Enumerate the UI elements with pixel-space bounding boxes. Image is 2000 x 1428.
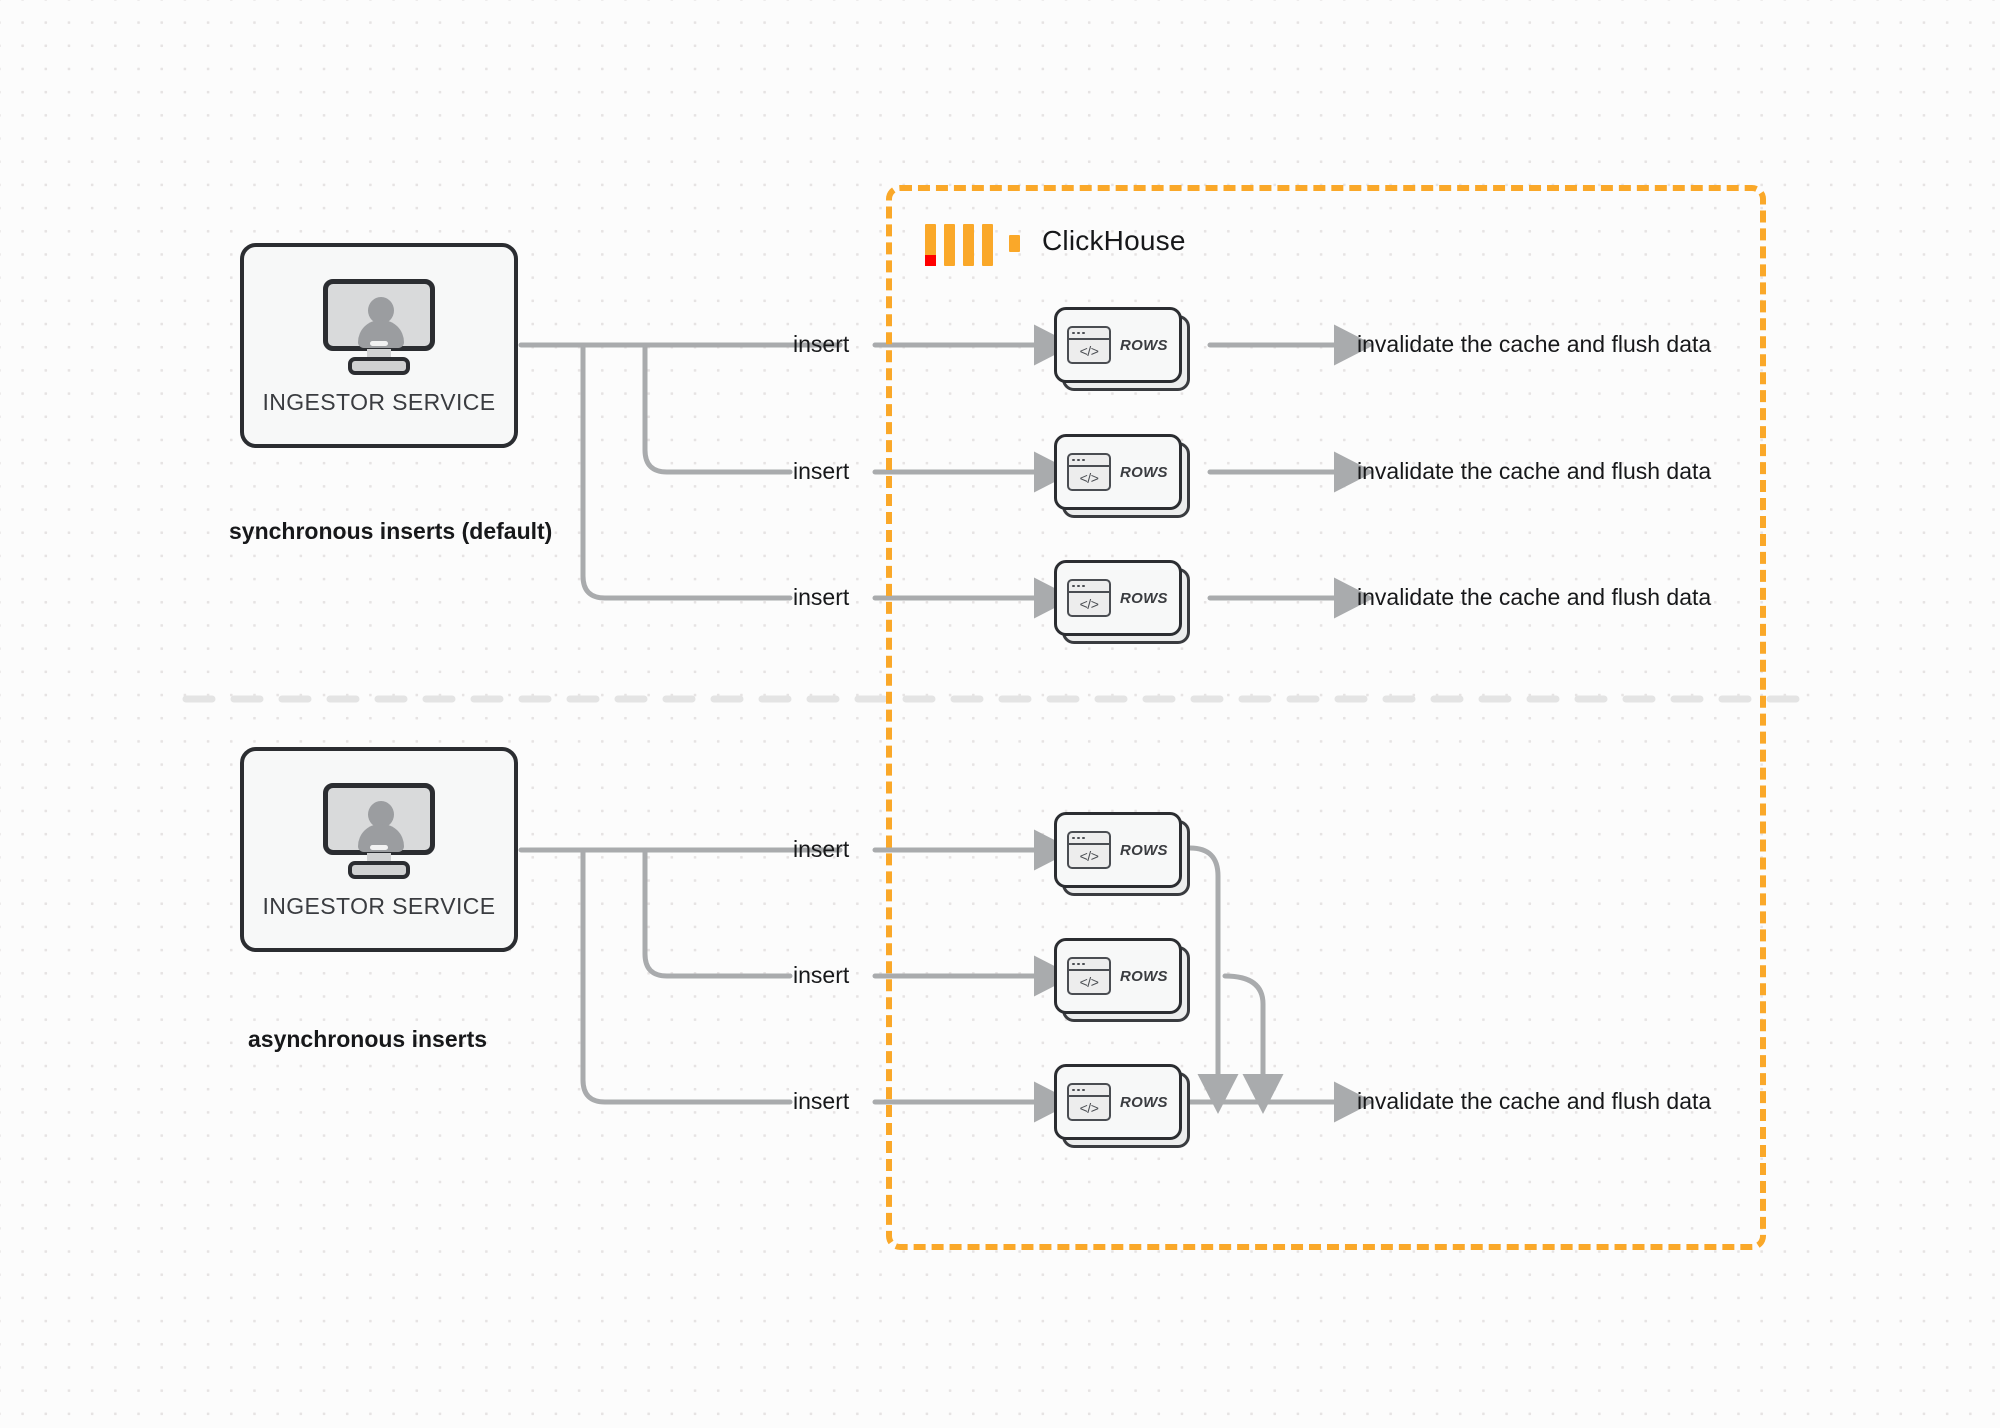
async-branch-2	[642, 847, 793, 979]
monitor-screen	[323, 279, 435, 351]
window-dot	[1082, 962, 1085, 966]
sync-outcome-label-1: invalidate the cache and flush data	[1357, 331, 1712, 357]
sync-section-label: synchronous inserts (default)	[229, 518, 553, 544]
code-glyph: </>	[1079, 1100, 1099, 1116]
window-titlebar	[1069, 959, 1109, 971]
sync-branch-3	[580, 342, 793, 601]
code-window-icon: </>	[1067, 1083, 1111, 1121]
window-dot	[1082, 584, 1085, 588]
logo-bar-small	[1009, 235, 1020, 252]
monitor-notch	[370, 845, 388, 850]
async-rows-card-3[interactable]: </> ROWS	[1054, 1064, 1190, 1148]
monitor-user-icon	[323, 279, 435, 375]
sync-rows-card-1[interactable]: </> ROWS	[1054, 307, 1190, 391]
sync-outcome-label-2: invalidate the cache and flush data	[1357, 458, 1712, 484]
window-dot	[1072, 584, 1075, 588]
code-glyph: </>	[1079, 470, 1099, 486]
sync-service-label: INGESTOR SERVICE	[262, 389, 496, 415]
code-window-icon: </>	[1067, 579, 1111, 617]
window-titlebar	[1069, 833, 1109, 845]
window-titlebar	[1069, 455, 1109, 467]
logo-bar-3	[963, 224, 974, 266]
window-titlebar	[1069, 581, 1109, 593]
async-insert-label-2: insert	[793, 962, 850, 988]
window-dot	[1072, 458, 1075, 462]
rows-label: ROWS	[1120, 463, 1168, 481]
code-window-icon: </>	[1067, 453, 1111, 491]
sync-outcome-label-3: invalidate the cache and flush data	[1357, 584, 1712, 610]
window-dot	[1077, 836, 1080, 840]
sync-insert-label-1: insert	[793, 331, 850, 357]
rows-card-face: </> ROWS	[1054, 812, 1182, 888]
clickhouse-label: ClickHouse	[1042, 225, 1186, 256]
monitor-base	[348, 861, 410, 879]
window-dot	[1082, 458, 1085, 462]
async-merged-outcome-label: invalidate the cache and flush data	[1357, 1088, 1712, 1114]
rows-card-face: </> ROWS	[1054, 434, 1182, 510]
async-ingestor-service[interactable]: INGESTOR SERVICE	[240, 747, 518, 952]
window-dot	[1072, 836, 1075, 840]
rows-card-face: </> ROWS	[1054, 307, 1182, 383]
sync-ingestor-service[interactable]: INGESTOR SERVICE	[240, 243, 518, 448]
async-rows-card-2[interactable]: </> ROWS	[1054, 938, 1190, 1022]
rows-card-face: </> ROWS	[1054, 560, 1182, 636]
async-service-label: INGESTOR SERVICE	[262, 893, 496, 919]
monitor-base	[348, 357, 410, 375]
window-dot	[1072, 962, 1075, 966]
monitor-user-icon	[323, 783, 435, 879]
logo-bar-1	[925, 224, 936, 266]
code-glyph: </>	[1079, 974, 1099, 990]
rows-card-face: </> ROWS	[1054, 1064, 1182, 1140]
sync-rows-card-3[interactable]: </> ROWS	[1054, 560, 1190, 644]
code-window-icon: </>	[1067, 831, 1111, 869]
window-dot	[1077, 584, 1080, 588]
logo-red-square	[925, 255, 936, 266]
logo-bar-2	[944, 224, 955, 266]
window-dot	[1082, 331, 1085, 335]
clickhouse-boundary	[886, 185, 1766, 1250]
window-titlebar	[1069, 328, 1109, 340]
window-dot	[1077, 962, 1080, 966]
sync-branch-2	[642, 342, 793, 475]
clickhouse-logo-group: ClickHouse	[925, 220, 1186, 266]
async-branch-3	[580, 847, 793, 1105]
window-dot	[1077, 458, 1080, 462]
window-dot	[1082, 1088, 1085, 1092]
window-dot	[1077, 331, 1080, 335]
code-window-icon: </>	[1067, 326, 1111, 364]
async-rows-card-1[interactable]: </> ROWS	[1054, 812, 1190, 896]
user-head-icon	[368, 801, 394, 828]
window-dot	[1077, 1088, 1080, 1092]
code-window-icon: </>	[1067, 957, 1111, 995]
clickhouse-logo	[925, 220, 1020, 266]
rows-label: ROWS	[1120, 1093, 1168, 1111]
code-glyph: </>	[1079, 343, 1099, 359]
async-insert-label-3: insert	[793, 1088, 850, 1114]
rows-label: ROWS	[1120, 967, 1168, 985]
code-glyph: </>	[1079, 848, 1099, 864]
user-head-icon	[368, 297, 394, 324]
window-dot	[1072, 1088, 1075, 1092]
logo-bar-4	[982, 224, 993, 266]
sync-insert-label-2: insert	[793, 458, 850, 484]
async-insert-label-1: insert	[793, 836, 850, 862]
sync-insert-label-3: insert	[793, 584, 850, 610]
window-dot	[1082, 836, 1085, 840]
monitor-notch	[370, 341, 388, 346]
rows-label: ROWS	[1120, 589, 1168, 607]
rows-card-face: </> ROWS	[1054, 938, 1182, 1014]
window-titlebar	[1069, 1085, 1109, 1097]
code-glyph: </>	[1079, 596, 1099, 612]
async-section-label: asynchronous inserts	[248, 1026, 488, 1052]
sync-rows-card-2[interactable]: </> ROWS	[1054, 434, 1190, 518]
monitor-screen	[323, 783, 435, 855]
rows-label: ROWS	[1120, 841, 1168, 859]
rows-label: ROWS	[1120, 336, 1168, 354]
window-dot	[1072, 331, 1075, 335]
